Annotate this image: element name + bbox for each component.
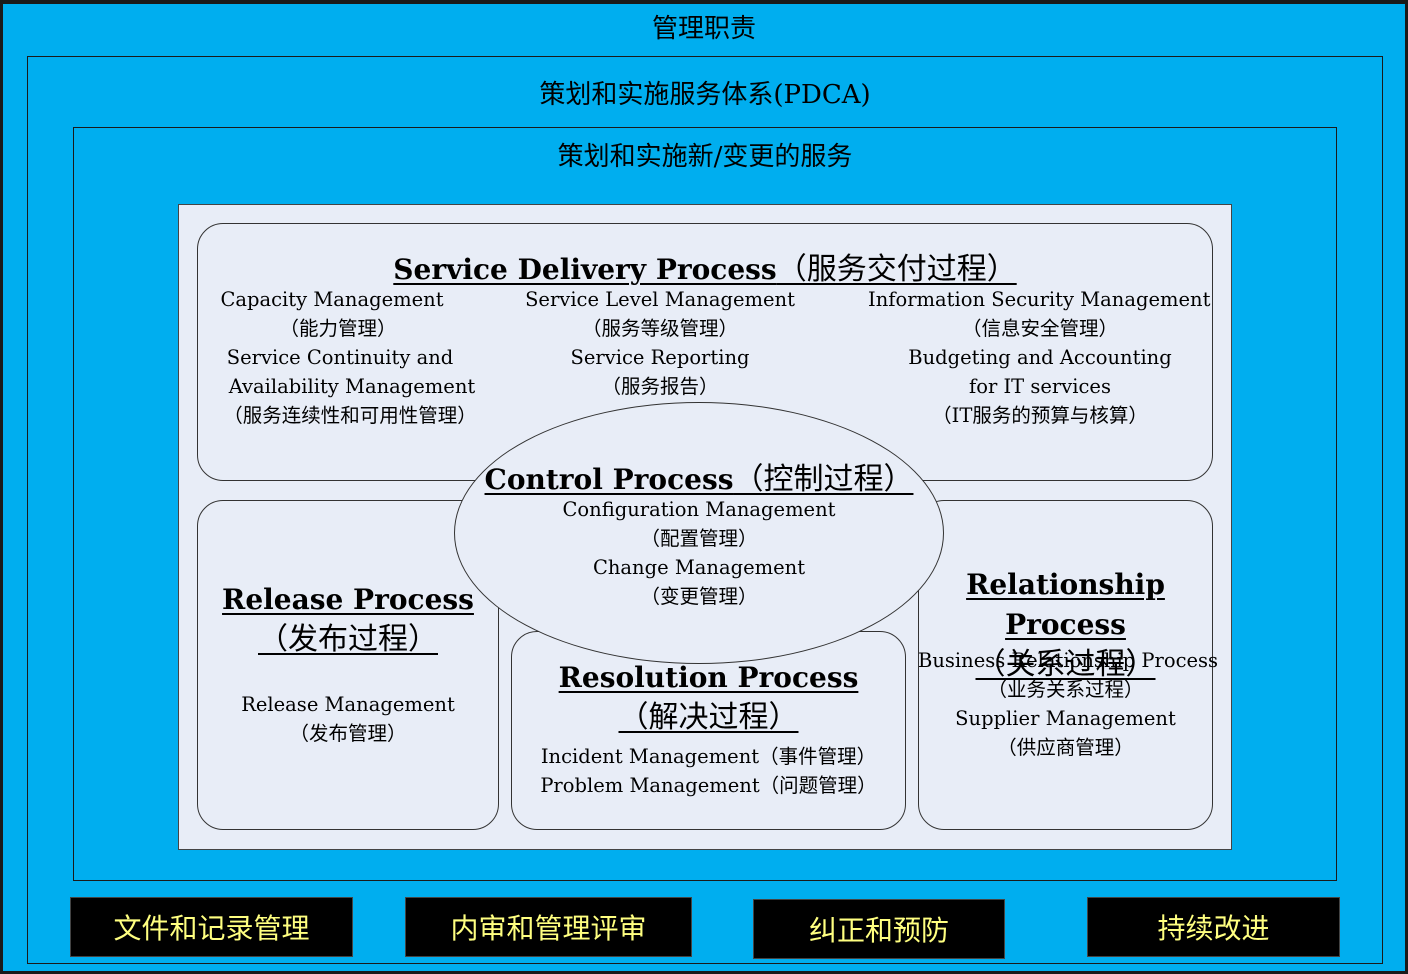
- control-process-items: Configuration Management （配置管理） Change M…: [454, 495, 944, 611]
- service-delivery-title-cn: （服务交付过程）: [776, 252, 1017, 287]
- service-level-management: Service Level Management: [525, 288, 795, 311]
- control-process-ellipse: [454, 402, 944, 664]
- information-security-management-cn: （信息安全管理）: [961, 317, 1118, 340]
- availability-management: Availability Management: [228, 375, 476, 398]
- service-delivery-col1: Capacity Management （能力管理） Service Conti…: [200, 285, 500, 430]
- release-process-box: [197, 500, 499, 830]
- control-process-title: Control Process（控制过程）: [454, 454, 944, 498]
- continual-improvement-button[interactable]: 持续改进: [1087, 897, 1340, 957]
- change-management-cn: （变更管理）: [640, 585, 758, 608]
- release-management: Release Management: [241, 693, 455, 716]
- release-process-title: Release Process （发布过程）: [197, 580, 499, 660]
- service-level-management-cn: （服务等级管理）: [581, 317, 738, 340]
- capacity-management: Capacity Management: [220, 288, 444, 311]
- capacity-management-cn: （能力管理）: [279, 317, 397, 340]
- service-reporting-cn: （服务报告）: [601, 375, 719, 398]
- business-relationship-process-cn: （业务关系过程）: [987, 678, 1144, 701]
- documents-records-button[interactable]: 文件和记录管理: [70, 897, 353, 957]
- resolution-process-title-cn: （解决过程）: [618, 700, 799, 735]
- release-process-title-en: Release Process: [222, 583, 474, 616]
- release-management-cn: （发布管理）: [289, 722, 407, 745]
- problem-management: Problem Management（问题管理）: [540, 774, 877, 797]
- release-process-title-cn: （发布过程）: [258, 622, 438, 657]
- sms-pdca-box: [27, 56, 1383, 964]
- configuration-management-cn: （配置管理）: [640, 527, 758, 550]
- resolution-process-box: [511, 631, 906, 830]
- resolution-process-items: Incident Management（事件管理） Problem Manage…: [511, 742, 906, 800]
- incident-management: Incident Management（事件管理）: [540, 745, 877, 768]
- corrective-preventive-button[interactable]: 纠正和预防: [753, 899, 1005, 959]
- internal-audit-review-button[interactable]: 内审和管理评审: [405, 897, 692, 957]
- information-security-management: Information Security Management: [868, 288, 1211, 311]
- relationship-process-title: Relationship Process （关系过程）: [918, 565, 1213, 685]
- service-delivery-col3: Information Security Management （信息安全管理）…: [868, 285, 1210, 430]
- budgeting-accounting: Budgeting and Accounting: [908, 346, 1172, 369]
- resolution-process-title: Resolution Process （解决过程）: [511, 658, 906, 738]
- relationship-process-title-en: Relationship Process: [966, 568, 1165, 641]
- service-continuity: Service Continuity and: [226, 346, 454, 369]
- continuity-availability-cn: （服务连续性和可用性管理）: [223, 404, 477, 427]
- control-process-title-en: Control Process: [484, 463, 734, 496]
- supplier-management: Supplier Management: [955, 707, 1176, 730]
- configuration-management: Configuration Management: [562, 498, 836, 521]
- new-services-title: 策划和实施新/变更的服务: [557, 142, 853, 172]
- release-process-items: Release Management （发布管理）: [197, 690, 499, 748]
- for-it-services: for IT services: [969, 375, 1111, 398]
- relationship-process-title-cn: （关系过程）: [975, 647, 1156, 682]
- control-process-title-cn: （控制过程）: [733, 462, 914, 497]
- supplier-management-cn: （供应商管理）: [997, 736, 1134, 759]
- service-delivery-title: Service Delivery Process（服务交付过程）: [197, 244, 1213, 288]
- relationship-process-box: [918, 500, 1213, 830]
- budgeting-accounting-cn: （IT服务的预算与核算）: [932, 404, 1148, 427]
- resolution-process-title-en: Resolution Process: [558, 661, 859, 694]
- service-delivery-title-en: Service Delivery Process: [393, 253, 777, 286]
- service-delivery-col2: Service Level Management （服务等级管理） Servic…: [510, 285, 810, 401]
- sms-pdca-title: 策划和实施服务体系(PDCA): [539, 80, 871, 110]
- change-management: Change Management: [592, 556, 806, 579]
- management-responsibility-title: 管理职责: [651, 14, 756, 44]
- new-services-box: [73, 127, 1337, 881]
- service-reporting: Service Reporting: [570, 346, 750, 369]
- business-relationship-process: Business Relationship Process: [918, 649, 1219, 672]
- relationship-process-items: Business Relationship Process （业务关系过程） S…: [918, 646, 1219, 762]
